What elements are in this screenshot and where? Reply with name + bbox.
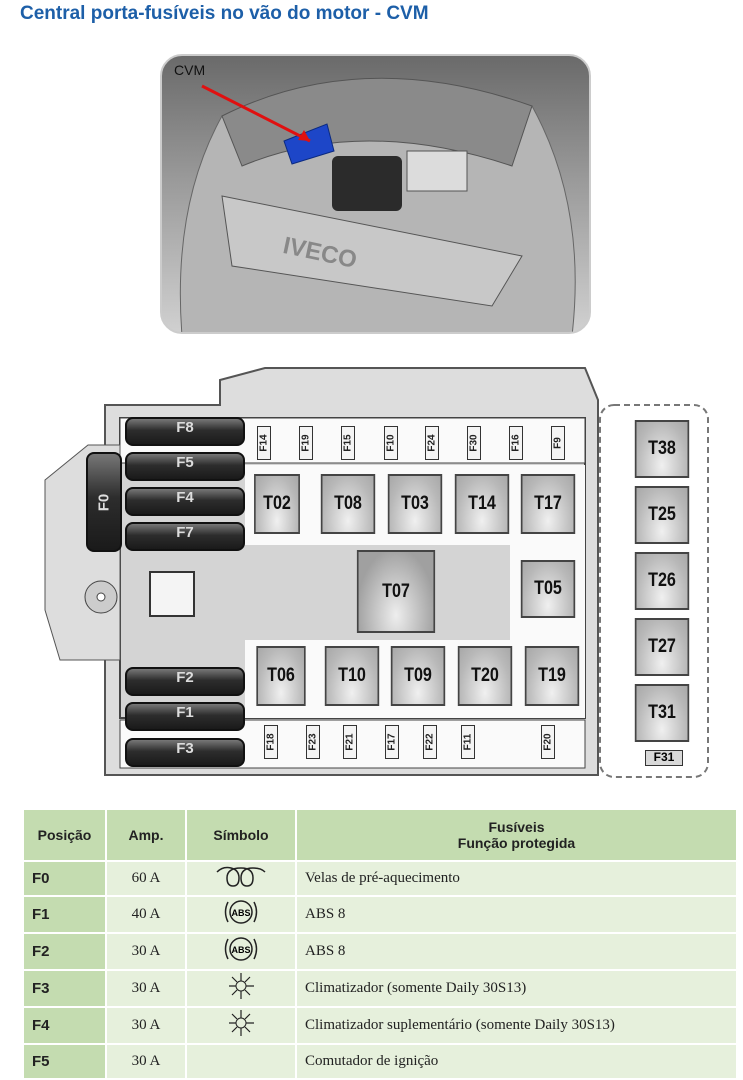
cell-amp: 60 A: [107, 862, 185, 895]
cell-function: Velas de pré-aquecimento: [297, 862, 736, 895]
fuse-f8: F8: [125, 417, 245, 446]
mini-fuse: F23: [306, 725, 320, 759]
table-row: F5 30 A Comutador de ignição: [24, 1045, 736, 1078]
engine-bay-photo: IVECO CVM: [160, 54, 591, 334]
cell-function: ABS 8: [297, 897, 736, 932]
mini-fuse: F18: [264, 725, 278, 759]
mini-fuse: F14: [257, 426, 271, 460]
mini-fuse: F11: [461, 725, 475, 759]
cell-symbol: ABS: [187, 934, 295, 969]
page-title: Central porta-fusíveis no vão do motor -…: [20, 3, 429, 24]
climate-icon: [229, 973, 254, 999]
fuse-f4: F4: [125, 487, 245, 516]
relay: T17: [520, 474, 576, 534]
cell-amp: 30 A: [107, 934, 185, 969]
table-row: F3 30 A Climatizador (somente Daily 30S1…: [24, 971, 736, 1006]
header-position: Posição: [24, 810, 105, 860]
cell-function: Comutador de ignição: [297, 1045, 736, 1078]
abs-icon: ABS: [224, 937, 258, 961]
cell-symbol: ABS: [187, 897, 295, 932]
cell-symbol: [187, 862, 295, 895]
cell-position: F0: [24, 862, 105, 895]
relay: T08: [320, 474, 376, 534]
fuse-f0-label: F0: [95, 493, 113, 511]
cell-position: F3: [24, 971, 105, 1006]
cell-symbol: [187, 1045, 295, 1078]
climate-icon: [229, 1010, 254, 1036]
mini-fuse: F19: [299, 426, 313, 460]
fuse-f3: F3: [125, 738, 245, 767]
cell-amp: 30 A: [107, 1045, 185, 1078]
cell-position: F4: [24, 1008, 105, 1043]
relay: T27: [634, 618, 690, 676]
mini-fuse: F16: [509, 426, 523, 460]
cell-symbol: [187, 1008, 295, 1043]
relay: T10: [324, 646, 380, 706]
glow-plug-icon: [216, 866, 266, 887]
cell-function: Climatizador suplementário (somente Dail…: [297, 1008, 736, 1043]
fuse-f5: F5: [125, 452, 245, 481]
relay: T26: [634, 552, 690, 610]
relay: T06: [256, 646, 306, 706]
mini-fuse: F30: [467, 426, 481, 460]
fuse-f2: F2: [125, 667, 245, 696]
cell-position: F5: [24, 1045, 105, 1078]
relay: T14: [454, 474, 510, 534]
cell-function: Climatizador (somente Daily 30S13): [297, 971, 736, 1006]
table-row: F1 40 A ABS ABS 8: [24, 897, 736, 932]
relay: T31: [634, 684, 690, 742]
table-row: F2 30 A ABS ABS 8: [24, 934, 736, 969]
cell-amp: 40 A: [107, 897, 185, 932]
header-fuses-label: Fusíveis: [488, 819, 545, 835]
header-amp: Amp.: [107, 810, 185, 860]
relay: T38: [634, 420, 690, 478]
mini-fuse: F24: [425, 426, 439, 460]
cell-amp: 30 A: [107, 1008, 185, 1043]
cell-amp: 30 A: [107, 971, 185, 1006]
relay: T20: [457, 646, 513, 706]
relay: T05: [520, 560, 576, 618]
engine-illustration: IVECO: [179, 77, 576, 332]
mini-fuse: F21: [343, 725, 357, 759]
relay: T19: [524, 646, 580, 706]
relay: T02: [254, 474, 300, 534]
abs-icon: ABS: [224, 900, 258, 924]
header-symbol: Símbolo: [187, 810, 295, 860]
fuse-f7: F7: [125, 522, 245, 551]
fuse-f1: F1: [125, 702, 245, 731]
table-row: F0 60 A Velas de pré-aquecimento: [24, 862, 736, 895]
relay: T07: [356, 550, 436, 633]
mini-fuse: F10: [384, 426, 398, 460]
mini-fuse: F17: [385, 725, 399, 759]
relay: T09: [390, 646, 446, 706]
cell-position: F2: [24, 934, 105, 969]
fuse-box-diagram: F8 F5 F4 F7 F0 F2 F1 F3 F14 F19 F15 F10 …: [0, 360, 743, 785]
header-function-label: Função protegida: [457, 835, 576, 851]
cell-function: ABS 8: [297, 934, 736, 969]
svg-text:ABS: ABS: [231, 908, 250, 918]
cvm-callout-label: CVM: [174, 62, 206, 78]
mini-fuse: F15: [341, 426, 355, 460]
relay: T25: [634, 486, 690, 544]
mini-fuse: F9: [551, 426, 565, 460]
table-row: F4 30 A Climatizador suplementário (some…: [24, 1008, 736, 1043]
mini-fuse: F22: [423, 725, 437, 759]
cell-symbol: [187, 971, 295, 1006]
mini-fuse: F20: [541, 725, 555, 759]
fuse-f31: F31: [645, 750, 683, 766]
svg-text:ABS: ABS: [231, 945, 250, 955]
cell-position: F1: [24, 897, 105, 932]
fuse-f0: F0: [86, 452, 122, 552]
relay: T03: [387, 474, 443, 534]
